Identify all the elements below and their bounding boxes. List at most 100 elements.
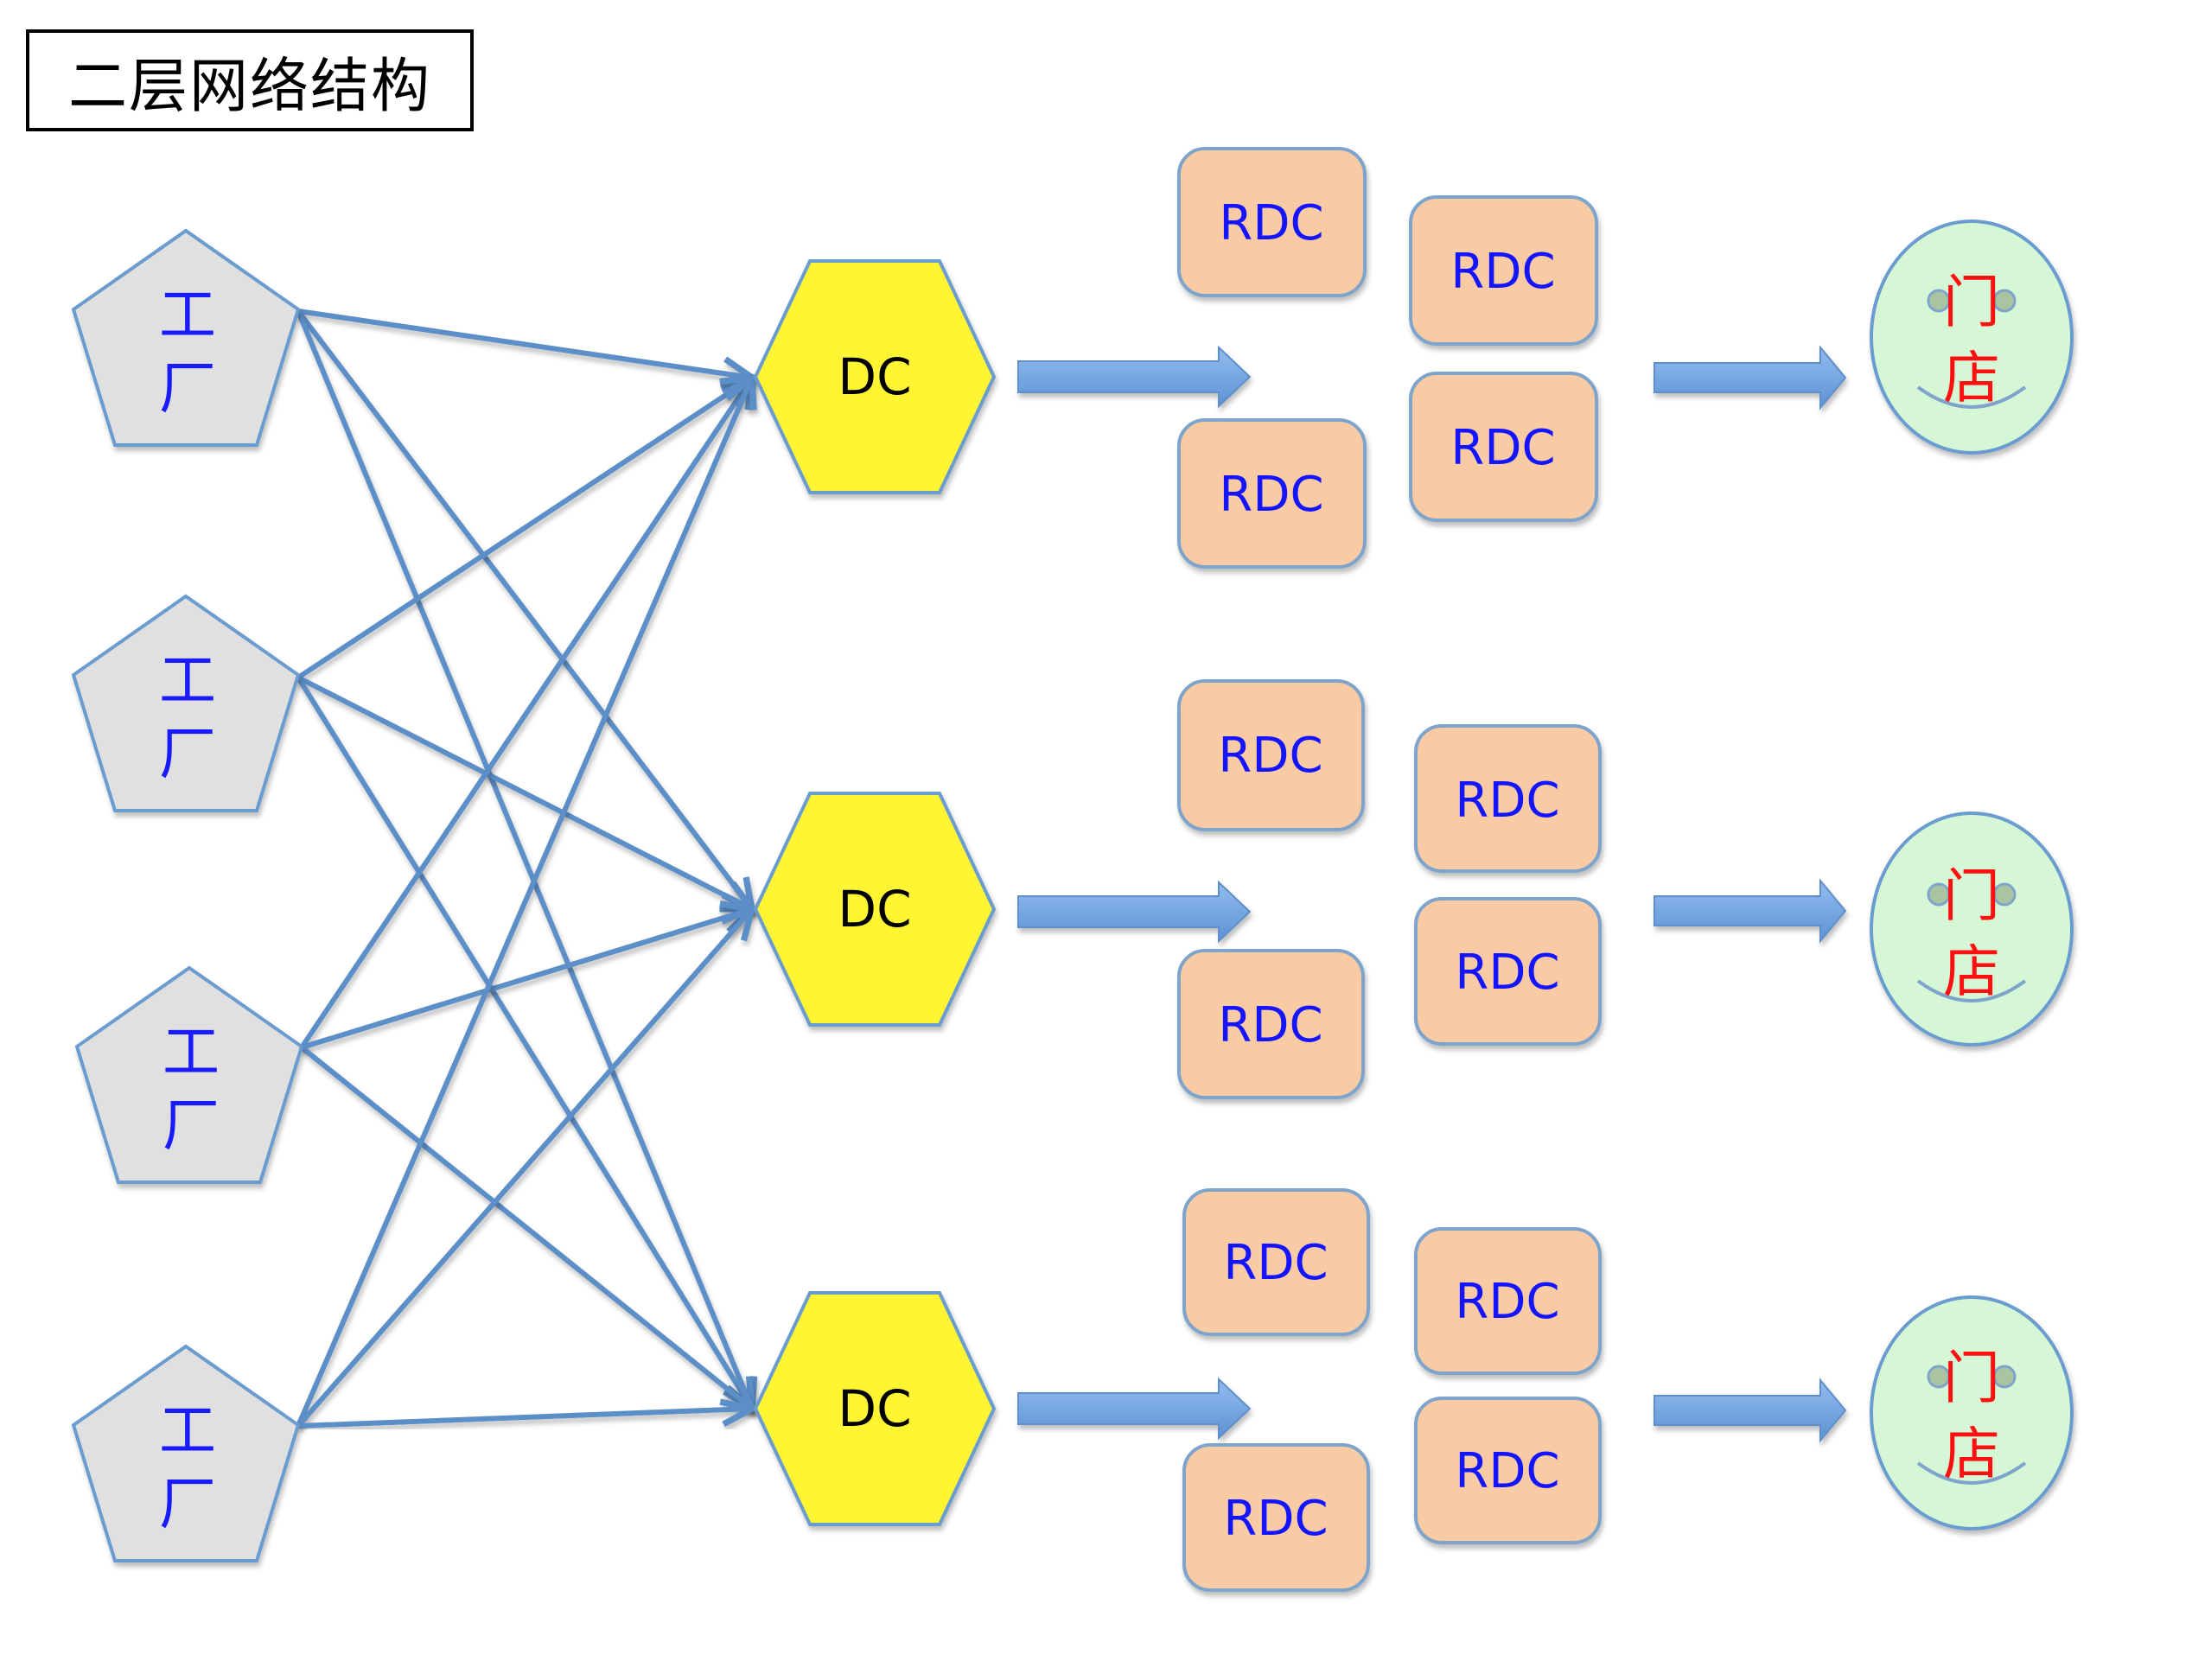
dc-label: DC [838, 880, 911, 939]
factory-2-to-dc-2-arrow [296, 675, 752, 909]
factory-3-to-dc-2-arrow [301, 909, 752, 1050]
rdc-label: RDC [1219, 195, 1323, 251]
dc-hexagon-shape [753, 1291, 997, 1526]
factory-label-line2: 厂 [162, 1092, 220, 1159]
factory-4-to-dc-2-arrow [296, 909, 752, 1428]
rdc-label: RDC [1455, 1274, 1559, 1330]
factory-2-to-dc-1-arrow [296, 378, 752, 680]
factory-node: 工 厂 [71, 1344, 301, 1562]
rdc-label: RDC [1219, 467, 1323, 523]
factory-node: 工 厂 [71, 228, 301, 447]
block-arrow-right [1017, 1377, 1252, 1441]
rdc-box-shape [1414, 1397, 1602, 1544]
store-face-shape [1870, 1295, 2074, 1530]
rdc-label: RDC [1218, 997, 1322, 1053]
factory-2-to-dc-3-arrow [296, 676, 752, 1409]
factory-1-to-dc-1-arrow [297, 309, 752, 378]
factory-dc-links [296, 309, 752, 1429]
store-smile-icon [1916, 385, 2027, 409]
store-node: 门 店 [1870, 220, 2074, 455]
rdc-box-shape [1177, 418, 1367, 569]
store-left-eye-icon [1927, 289, 1951, 313]
diagram-title: 二层网络结构 [67, 52, 431, 121]
rdc-label: RDC [1455, 945, 1559, 1001]
factory-node: 工 厂 [71, 594, 301, 812]
store-label-line2: 店 [1943, 939, 2000, 1005]
rdc-label: RDC [1455, 1443, 1559, 1499]
rdc-node: RDC [1182, 1188, 1370, 1336]
rdc-label: RDC [1450, 244, 1555, 300]
dc-node: DC [753, 792, 997, 1027]
store-left-eye-icon [1927, 882, 1951, 907]
diagram-title-box: 二层网络结构 [26, 29, 474, 131]
rdc-group: RDC RDC RDC RDC [1177, 679, 1602, 1099]
factory-label-line2: 厂 [159, 355, 216, 422]
factories: 工 厂 工 厂 工 厂 工 厂 [71, 228, 304, 1562]
dc-label: DC [838, 1379, 911, 1438]
store-smile-icon [1916, 1461, 2027, 1485]
store-face-shape [1870, 811, 2074, 1047]
dc-node: DC [753, 1291, 997, 1526]
factory-1-to-dc-2-arrow [296, 309, 752, 909]
store-face-shape [1870, 220, 2074, 455]
rdc-node: RDC [1177, 418, 1367, 569]
rdc-box-shape [1177, 147, 1367, 297]
store-node: 门 店 [1870, 811, 2074, 1047]
block-arrow-right [1017, 345, 1252, 409]
block-arrow-right [1017, 880, 1252, 944]
rdc-label: RDC [1455, 773, 1559, 829]
factory-3-to-dc-3-arrow [300, 1045, 752, 1409]
rdc-node: RDC [1177, 949, 1365, 1099]
rdc-box-shape [1414, 897, 1602, 1046]
rdc-label: RDC [1223, 1235, 1328, 1291]
rdc-box-shape [1414, 1227, 1602, 1375]
store-node: 门 店 [1870, 1295, 2074, 1530]
dc-hexagon-shape [753, 792, 997, 1027]
store-label-line1: 门 [1943, 862, 2000, 929]
rdc-group: RDC RDC RDC RDC [1182, 1188, 1602, 1592]
dc-node: DC [753, 259, 997, 494]
dc-to-rdc-arrows [1017, 345, 1252, 1441]
rdc-label: RDC [1450, 420, 1555, 476]
factory-pentagon-shape [71, 594, 301, 812]
rdc-box-shape [1177, 949, 1365, 1099]
factory-pentagon-shape [71, 228, 301, 447]
rdc-box-shape [1177, 679, 1365, 831]
store-label-line2: 店 [1943, 1421, 2000, 1487]
block-arrow-right [1654, 1378, 1847, 1443]
rdc-to-store-arrows [1654, 345, 1847, 1443]
factory-label-line2: 厂 [159, 1471, 216, 1537]
factory-label-line1: 工 [159, 282, 216, 348]
rdc-box-shape [1409, 372, 1598, 522]
store-label-line1: 门 [1943, 1345, 2000, 1411]
rdc-node: RDC [1409, 372, 1598, 522]
store-label-line1: 门 [1943, 269, 2000, 335]
stores: 门 店 门 店 门 店 [1870, 220, 2074, 1530]
rdc-node: RDC [1182, 1443, 1370, 1592]
store-label-line2: 店 [1943, 345, 2000, 411]
factory-4-to-dc-1-arrow [296, 378, 752, 1428]
rdc-label: RDC [1218, 728, 1322, 784]
factory-label-line1: 工 [159, 647, 216, 714]
rdc-node: RDC [1414, 724, 1602, 873]
store-right-eye-icon [1992, 1365, 2017, 1389]
store-smile-icon [1916, 979, 2027, 1002]
distribution-centers: DC DC DC [753, 259, 997, 1526]
factory-pentagon-shape [74, 965, 304, 1184]
block-arrow-right [1654, 878, 1847, 944]
store-right-eye-icon [1992, 882, 2017, 907]
rdc-label: RDC [1223, 1491, 1328, 1547]
rdc-box-shape [1409, 195, 1598, 346]
factory-label-line2: 厂 [159, 721, 216, 787]
store-right-eye-icon [1992, 289, 2017, 313]
rdc-node: RDC [1177, 679, 1365, 831]
factory-3-to-dc-1-arrow [299, 378, 752, 1049]
dc-label: DC [838, 347, 911, 406]
factory-node: 工 厂 [74, 965, 304, 1184]
rdc-box-shape [1182, 1188, 1370, 1336]
rdc-node: RDC [1414, 1397, 1602, 1544]
rdc-box-shape [1414, 724, 1602, 873]
dc-hexagon-shape [753, 259, 997, 494]
rdc-box-shape [1182, 1443, 1370, 1592]
rdc-node: RDC [1414, 1227, 1602, 1375]
